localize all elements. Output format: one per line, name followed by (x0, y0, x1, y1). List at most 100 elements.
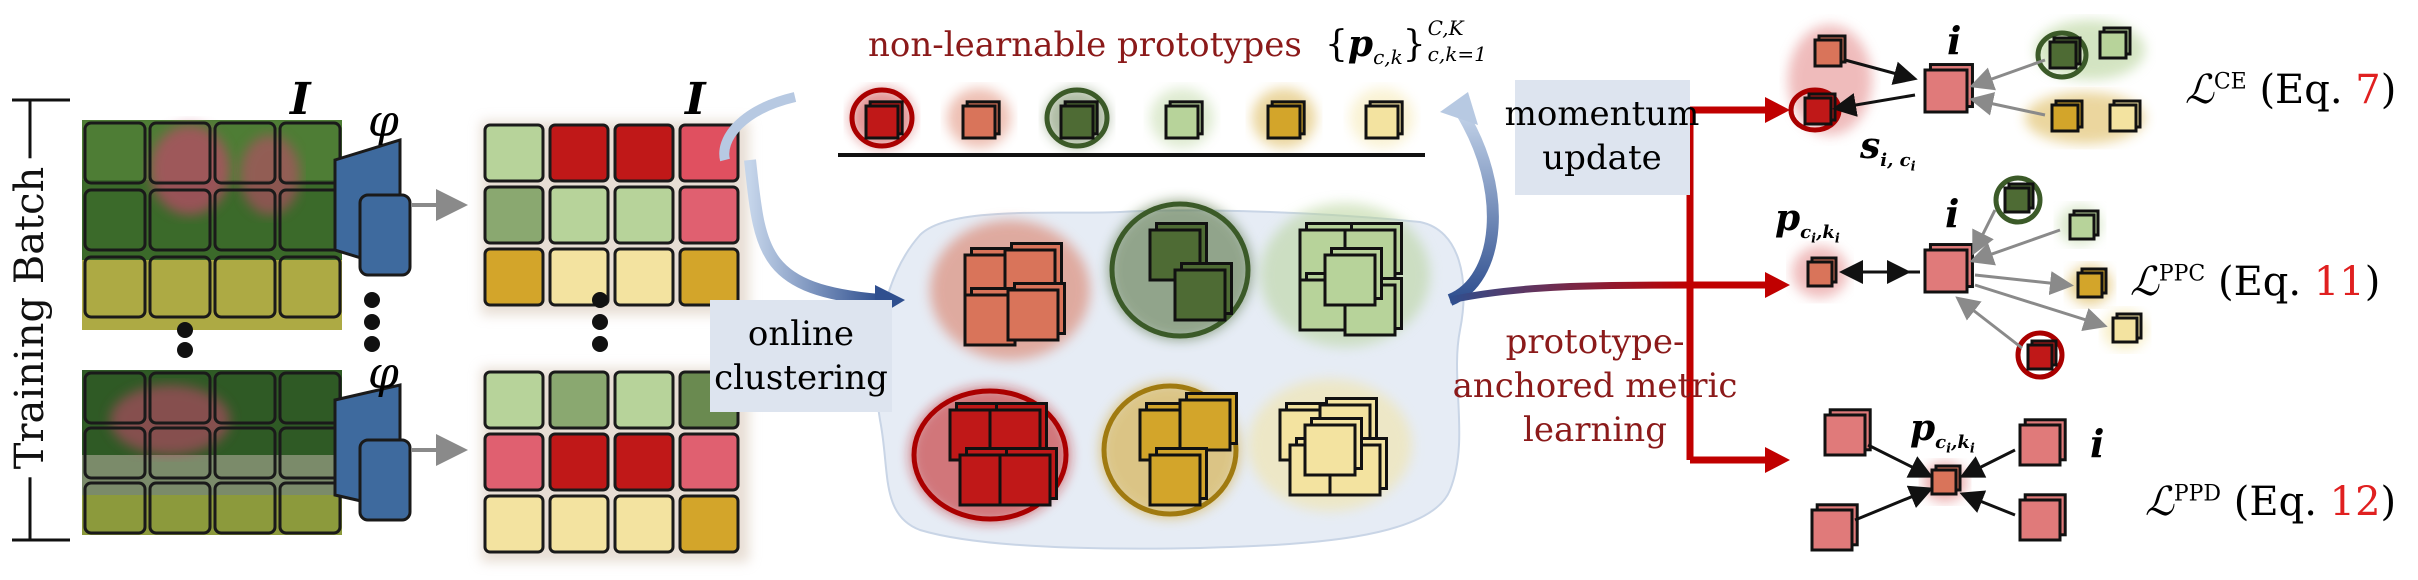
prototype-cube (1164, 100, 1204, 140)
prototype-cube (1930, 464, 1962, 496)
prototype-cube (1364, 100, 1404, 140)
feature-cell (483, 185, 545, 245)
feature-cell (548, 370, 610, 430)
relation-arrow (1974, 271, 2074, 296)
loss-ce-label: ℒCE (Eq. 7) (2185, 67, 2397, 113)
cluster-outline (1109, 201, 1251, 339)
feature-cell (483, 432, 545, 492)
prototypes-title: non-learnable prototypes (868, 25, 1302, 65)
cluster-cube (1148, 447, 1208, 507)
ellipsis-dots (177, 292, 608, 358)
loss-ce-diagram (1788, 20, 2145, 144)
prototype-cube (864, 100, 904, 140)
feature-cell (613, 123, 675, 183)
feature-cell (678, 494, 740, 554)
prototype-cube (2048, 36, 2082, 70)
prototype-cube (1813, 34, 1847, 68)
cluster-outline (1101, 383, 1239, 517)
relation-arrow (1844, 58, 1918, 85)
feature-cell (613, 370, 675, 430)
momentum-box (1515, 80, 1690, 195)
anchor-i-ppd: i (2090, 421, 2105, 466)
feature-cell (548, 494, 610, 554)
momentum-update-arrow (1447, 106, 1499, 306)
feature-cube (2018, 418, 2067, 467)
feature-cell (613, 247, 675, 307)
relation-arrow (1854, 485, 1934, 522)
relation-arrow (1969, 228, 2061, 266)
relation-arrow (1959, 448, 2016, 478)
encoder-symbol-top: φ (368, 96, 399, 147)
prototype-cube (2098, 26, 2132, 60)
feature-cell (613, 432, 675, 492)
anchor-cube (1923, 63, 1974, 114)
feature-grid-top (481, 121, 749, 315)
cluster-to-prototype-arrow (719, 92, 797, 162)
prototype-cube (1266, 100, 1306, 140)
prototype-cube (2068, 209, 2100, 241)
feature-cube (1810, 503, 1859, 552)
feature-cell (678, 247, 740, 307)
feature-cell (483, 123, 545, 183)
cluster-cube (998, 447, 1058, 507)
relation-arrow (1972, 209, 1997, 256)
prototype-label-ppd: pci,ki (1910, 407, 1975, 457)
cluster-cube (1178, 392, 1238, 452)
prototype-cube (2108, 99, 2142, 133)
cluster-cube (1173, 262, 1233, 322)
feature-cell (483, 247, 545, 307)
prototype-clusters (910, 200, 1430, 523)
loss-ppd-label: ℒPPD (Eq. 12) (2145, 479, 2397, 525)
feature-cube (2018, 493, 2067, 542)
online-clustering-arrow (744, 159, 881, 306)
anchor-cube (1923, 243, 1974, 294)
cluster-outline (911, 388, 1069, 522)
anchor-i-ppc: i (1945, 191, 1960, 236)
relation-arrow (1955, 296, 2023, 350)
cluster-cube (1303, 417, 1363, 477)
prototype-row (849, 87, 1414, 149)
relation-arrow (1974, 283, 2108, 332)
prototype-cube (2076, 267, 2108, 299)
clustering-box (710, 300, 892, 412)
prototype-cube (1806, 256, 1838, 288)
output-image-symbol: I (685, 74, 706, 125)
relation-arrow (1867, 443, 1934, 478)
feature-cell (678, 185, 740, 245)
prototype-cube (961, 100, 1001, 140)
encoder-bottom (333, 383, 468, 522)
prototype-cube (2026, 339, 2058, 371)
feature-cell (678, 432, 740, 492)
loss-ppc-diagram (1792, 175, 2147, 380)
feature-cell (548, 247, 610, 307)
feature-grid-bottom (481, 368, 749, 562)
image-grid-top (82, 120, 342, 330)
feature-cell (613, 185, 675, 245)
image-grid-bottom (82, 370, 342, 535)
prototype-cube (1059, 100, 1099, 140)
loss-ppc-label: ℒPPC (Eq. 11) (2130, 259, 2381, 305)
relation-arrow (1959, 490, 2016, 517)
training-batch-label: Training Batch (7, 158, 53, 478)
metric-learning-flow (1449, 281, 1691, 304)
prototype-cube (1803, 92, 1837, 126)
input-image-symbol: I (290, 74, 311, 125)
anchor-i-ce: i (1947, 18, 1962, 63)
relation-arrow (1969, 58, 2046, 91)
encoder-top (333, 137, 468, 277)
similarity-label: si, ci (1860, 125, 1916, 175)
relation-arrow (1832, 93, 1916, 117)
feature-cell (483, 494, 545, 554)
feature-cell (548, 185, 610, 245)
relation-arrow (1969, 92, 2046, 117)
feature-cube (1823, 408, 1872, 457)
prototype-label-ppc: pci,ki (1775, 197, 1840, 247)
prototype-cube (2050, 99, 2084, 133)
loss-ppd-diagram (1810, 408, 2067, 552)
